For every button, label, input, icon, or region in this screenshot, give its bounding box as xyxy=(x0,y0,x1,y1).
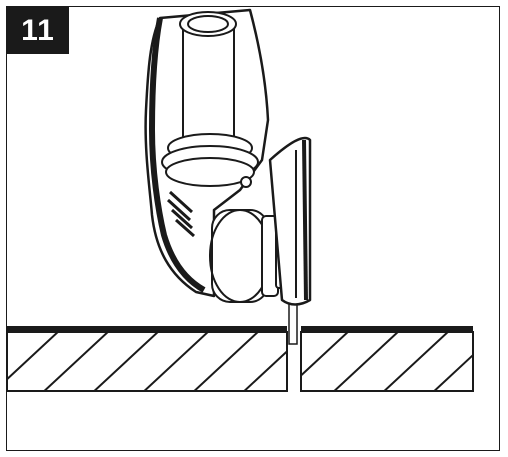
angle-grinder xyxy=(144,8,312,306)
step-number-badge: 11 xyxy=(7,7,69,54)
workpiece-right xyxy=(300,326,474,392)
workpiece-left xyxy=(6,326,288,392)
step-number: 11 xyxy=(21,13,55,47)
